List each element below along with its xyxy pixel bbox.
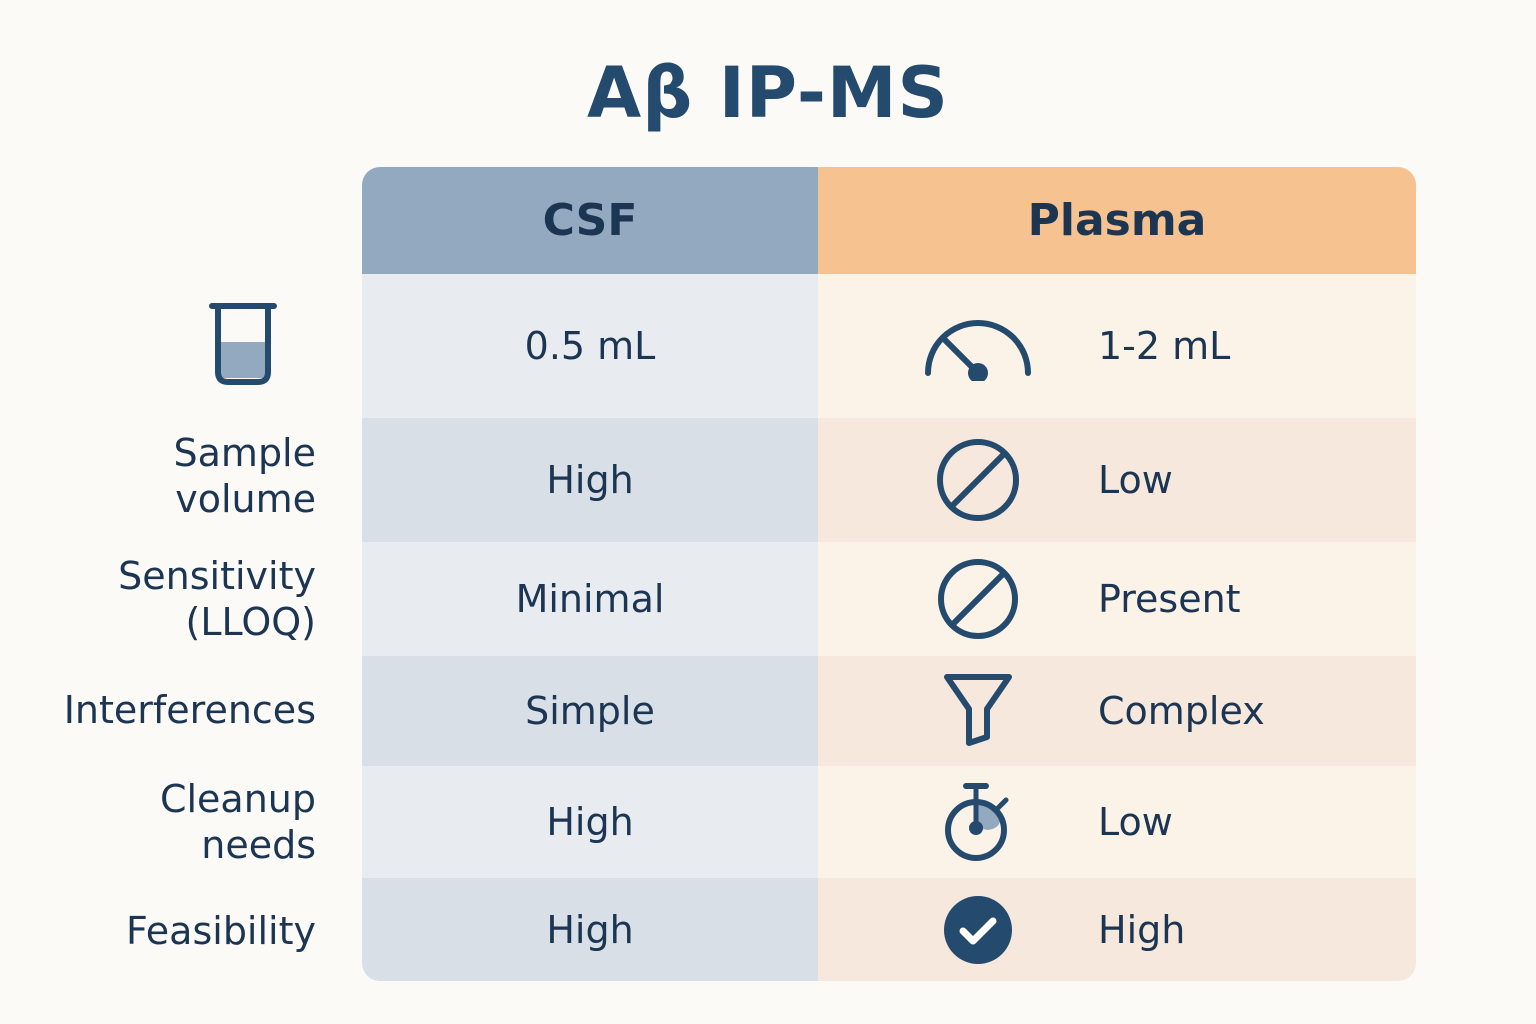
plasma-cell: Present (818, 542, 1416, 656)
csf-header: CSF (362, 167, 818, 274)
comparison-table: CSF 0.5 mL High Minimal Simple High High… (362, 167, 1416, 981)
csf-cell: 0.5 mL (362, 274, 818, 418)
csf-cell: High (362, 878, 818, 981)
csf-cell: High (362, 766, 818, 878)
plasma-header: Plasma (818, 167, 1416, 274)
check-circle-icon (918, 880, 1038, 980)
funnel-icon (918, 661, 1038, 761)
stopwatch-icon (918, 772, 1038, 872)
row-label-interferences: Interferences (63, 688, 316, 732)
page-title: Aβ IP-MS (587, 52, 949, 134)
prohibited-icon (918, 549, 1038, 649)
prohibited-icon (918, 430, 1038, 530)
csf-cell: High (362, 418, 818, 542)
csf-cell: Minimal (362, 542, 818, 656)
row-label-sensitivity: Sensitivity(LLOQ) (118, 554, 316, 644)
plasma-cell: Low (818, 418, 1416, 542)
gauge-icon (918, 296, 1038, 396)
plasma-cell: Low (818, 766, 1416, 878)
csf-column: CSF 0.5 mL High Minimal Simple High High (362, 167, 818, 981)
beaker-icon (209, 303, 277, 385)
plasma-cell: Complex (818, 656, 1416, 766)
row-label-feasibility: Feasibility (126, 909, 316, 953)
plasma-cell: High (818, 878, 1416, 981)
csf-cell: Simple (362, 656, 818, 766)
plasma-cell: 1-2 mL (818, 274, 1416, 418)
plasma-column: Plasma 1-2 mL Low (818, 167, 1416, 981)
